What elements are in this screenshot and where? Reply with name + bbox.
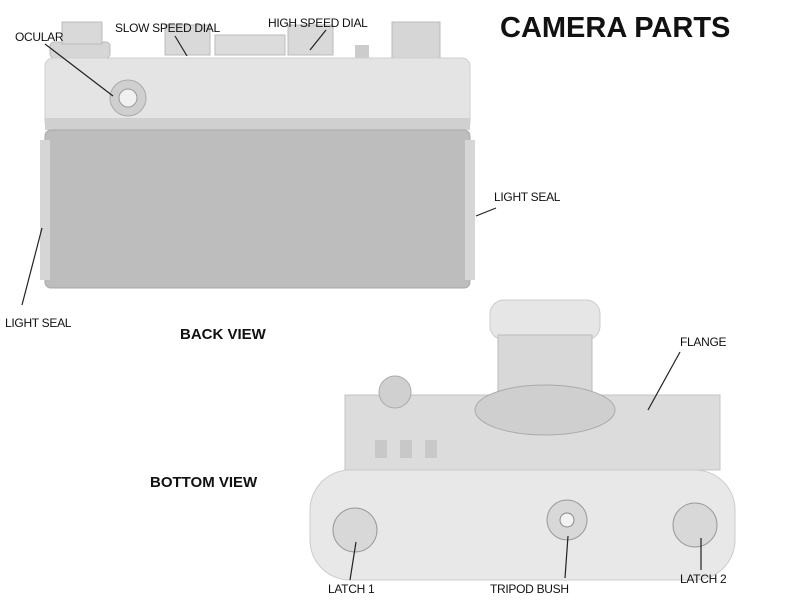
flange	[474, 384, 616, 436]
label-latch-2: LATCH 2	[680, 572, 727, 586]
leader-lines	[21, 29, 702, 581]
label-flange: FLANGE	[680, 335, 727, 349]
label-bottom-view: BOTTOM VIEW	[150, 474, 258, 491]
label-high-speed-dial: HIGH SPEED DIAL	[268, 16, 368, 30]
back-view-camera	[40, 21, 475, 289]
label-light-seal-left: LIGHT SEAL	[5, 316, 72, 330]
lens	[489, 299, 601, 341]
latch-2	[672, 502, 718, 548]
label-tripod-bush: TRIPOD BUSH	[490, 582, 569, 596]
diagram-title: CAMERA PARTS	[500, 12, 731, 44]
label-slow-speed-dial: SLOW SPEED DIAL	[115, 21, 220, 35]
label-latch-1: LATCH 1	[328, 582, 375, 596]
label-back-view: BACK VIEW	[180, 326, 266, 343]
label-light-seal-right: LIGHT SEAL	[494, 190, 561, 204]
bottom-view-camera	[309, 299, 736, 581]
label-ocular: OCULAR	[15, 30, 64, 44]
advance-knob	[391, 21, 441, 63]
slow-speed-dial	[164, 24, 211, 56]
